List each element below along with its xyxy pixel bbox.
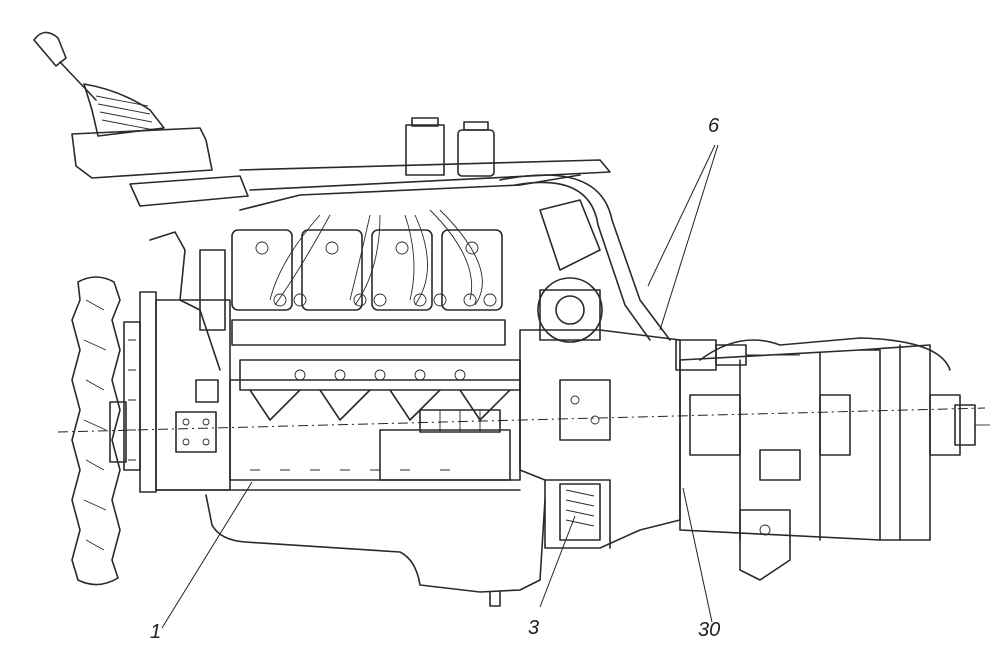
coolant-pipe — [149, 231, 221, 371]
center-axis-line — [57, 407, 986, 433]
engine-block — [155, 299, 521, 491]
leader-line-3 — [539, 515, 576, 608]
leader-line-6b — [659, 144, 719, 331]
oil-drain-plug — [489, 591, 501, 607]
compressor-unit — [537, 199, 603, 343]
exhaust-manifold — [239, 359, 521, 421]
lower-bracket — [739, 509, 791, 581]
fluid-reservoirs — [405, 117, 495, 177]
leader-line-30 — [682, 487, 713, 623]
cooling-fan — [71, 276, 121, 586]
callout-6: 6 — [708, 115, 720, 137]
oil-pan — [205, 494, 546, 593]
gear-shift-lever — [33, 31, 611, 207]
gearbox — [679, 337, 990, 541]
thermostat-housing — [199, 249, 226, 331]
callout-3: 3 — [528, 617, 540, 639]
leader-line-1 — [161, 481, 253, 629]
air-intake-pipe — [499, 174, 671, 341]
front-pulley-stack — [109, 291, 157, 493]
leader-line-6a — [647, 144, 716, 287]
fuel-injection-lines — [239, 174, 581, 307]
cylinder-heads — [231, 229, 506, 346]
callout-1: 1 — [150, 621, 162, 643]
clutch-housing — [519, 329, 681, 549]
callout-30: 30 — [698, 619, 721, 641]
shift-mechanism — [675, 339, 800, 371]
starter-motor — [379, 409, 511, 481]
